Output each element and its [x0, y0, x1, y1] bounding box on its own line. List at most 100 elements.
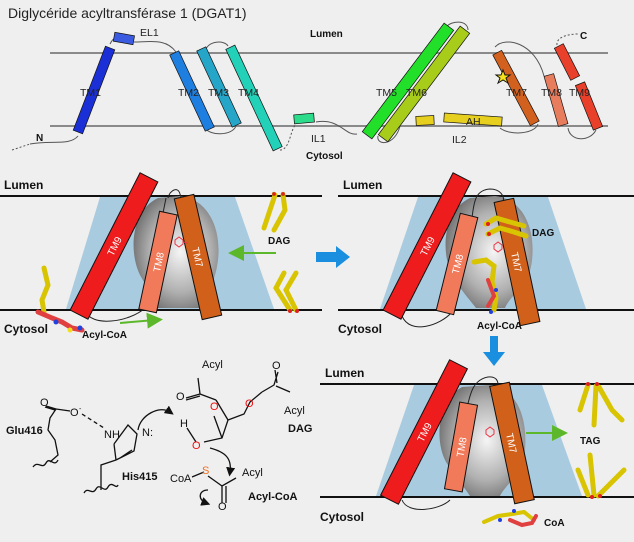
c-term-dashed: [556, 33, 579, 46]
glu-carbonyl: [44, 405, 57, 411]
tm1-label: TM1: [80, 87, 101, 99]
tm5-helix: [361, 22, 455, 140]
bound-dag-icon: [483, 215, 529, 239]
panel-b-lumen: Lumen: [343, 178, 382, 192]
minus-sign: -: [79, 406, 82, 413]
coa-label: CoA: [170, 473, 192, 485]
ester-2: [261, 369, 291, 393]
mechanism-labels: Glu416 O O - NH N: His415 H O O O Acyl O…: [6, 359, 312, 513]
c-term-label: C: [580, 31, 587, 42]
loop: [401, 311, 453, 328]
tm9-label: TM9: [569, 87, 590, 99]
tm4-helix: [225, 44, 283, 152]
his-residue-icon: [493, 241, 503, 253]
glu-chain: [47, 408, 59, 463]
nucleophile-o-label: O: [192, 440, 201, 452]
carbonyl-o-3: O: [218, 501, 227, 513]
bound-acyl-coa-icon: [471, 257, 499, 314]
tm6-helix: [377, 25, 471, 143]
n-term-loop: [29, 135, 79, 145]
acyl-coa-molecule-icon: [35, 265, 85, 333]
flow-arrow-down: [483, 336, 505, 366]
il2-label: IL2: [452, 134, 467, 146]
thioester-bonds: [191, 471, 237, 503]
loop-tm6-il2: [377, 125, 401, 144]
his-nh-label: NH: [104, 429, 120, 441]
topology-cytosol-label: Cytosol: [306, 151, 343, 162]
panel-substrate-entry: Lumen Cytosol TM9 TM8 TM7 DAG: [0, 172, 322, 341]
loop-el1: [133, 40, 177, 53]
ester-o1: O: [210, 401, 219, 413]
tm2-helix: [169, 50, 215, 132]
loop-tm8-tm9: [567, 127, 597, 140]
acyl-coa-entry-arrow: [119, 312, 163, 329]
loop-il1b: [315, 120, 358, 135]
glycerol-backbone: [203, 391, 263, 443]
panel-b-dag-label: DAG: [532, 228, 554, 239]
ester-1: [185, 377, 217, 401]
panel-a-tm8: TM8: [138, 210, 178, 314]
loop-tm2-tm3: [204, 41, 229, 53]
tm2-label: TM2: [178, 87, 199, 99]
panel-a-dag-label: DAG: [268, 236, 290, 247]
panel-product-release: Lumen Cytosol TM9 TM8 TM7 TAG: [320, 359, 634, 529]
figure-title: Diglycéride acyltransférase 1 (DGAT1): [8, 5, 247, 21]
panel-a-tm7: TM7: [173, 193, 223, 321]
flow-arrow-right: [316, 246, 350, 268]
el1-label: EL1: [140, 27, 159, 39]
panel-a-lumen: Lumen: [4, 178, 43, 192]
backbone-squiggle-glu: [32, 459, 59, 468]
leaving-arrow: [199, 489, 211, 506]
panel-a-tm8-label: TM8: [152, 251, 167, 273]
panel-a-cytosol: Cytosol: [4, 322, 48, 336]
sulfur-label: S: [202, 465, 209, 477]
nucleophilic-attack-arrow: [209, 447, 236, 477]
his-residue-icon: [485, 426, 495, 438]
h-label: H: [180, 418, 188, 430]
panel-c-cytosol: Cytosol: [320, 510, 364, 524]
panel-b-tm8-label: TM8: [451, 253, 467, 275]
loop: [471, 188, 504, 219]
his-n-label: N:: [142, 427, 153, 439]
glu-o-label: O: [40, 397, 49, 409]
panel-b-acyl-coa-label: Acyl-CoA: [477, 321, 522, 332]
panel-c-tm8-label: TM8: [455, 436, 469, 458]
acyl-label-1: Acyl: [202, 359, 223, 371]
glu416-label: Glu416: [6, 425, 43, 437]
his-ch2: [100, 459, 117, 490]
tm3-helix: [196, 46, 242, 128]
loop-ah-tm7: [499, 123, 539, 134]
il2-helix: [415, 115, 435, 126]
panel-c-tag-label: TAG: [580, 436, 601, 447]
glycerol-2: [213, 399, 229, 439]
panel-c-lumen: Lumen: [325, 366, 364, 380]
panel-b-tm9: TM9: [382, 172, 472, 320]
loop-il1: [279, 123, 297, 151]
backbone-squiggle-his: [83, 483, 119, 494]
panel-c-tm8: TM8: [443, 401, 479, 493]
panel-a-acyl-coa-label: Acyl-CoA: [82, 330, 127, 341]
mechanism-dag-label: DAG: [288, 423, 312, 435]
el1-helix: [112, 31, 135, 46]
tm7-label: TM7: [506, 87, 527, 99]
panel-b-tm8: TM8: [435, 212, 479, 316]
tm8-label: TM8: [541, 87, 562, 99]
tm6-label: TM6: [406, 87, 427, 99]
panel-a-tm9: TM9: [69, 172, 159, 320]
acyl-label-3: Acyl: [242, 467, 263, 479]
panel-a-tm7-label: TM7: [189, 246, 204, 268]
tm1-helix: [72, 45, 116, 135]
loop: [167, 189, 183, 201]
ah-helix: [443, 112, 503, 127]
panel-b-cytosol: Cytosol: [338, 322, 382, 336]
n-term-label: N: [36, 133, 43, 144]
panel-substrate-bound: Lumen Cytosol TM9 TM8 TM7 DAG Acyl-CoA: [338, 172, 634, 336]
glu-co: [55, 408, 71, 412]
topology-lumen-label: Lumen: [310, 29, 343, 40]
tm9-helix-lower: [574, 81, 604, 131]
loop: [401, 499, 451, 510]
acyl-label-2: Acyl: [284, 405, 305, 417]
mechanism-acyl-coa-label: Acyl-CoA: [248, 491, 298, 503]
his415-label: His415: [122, 471, 157, 483]
